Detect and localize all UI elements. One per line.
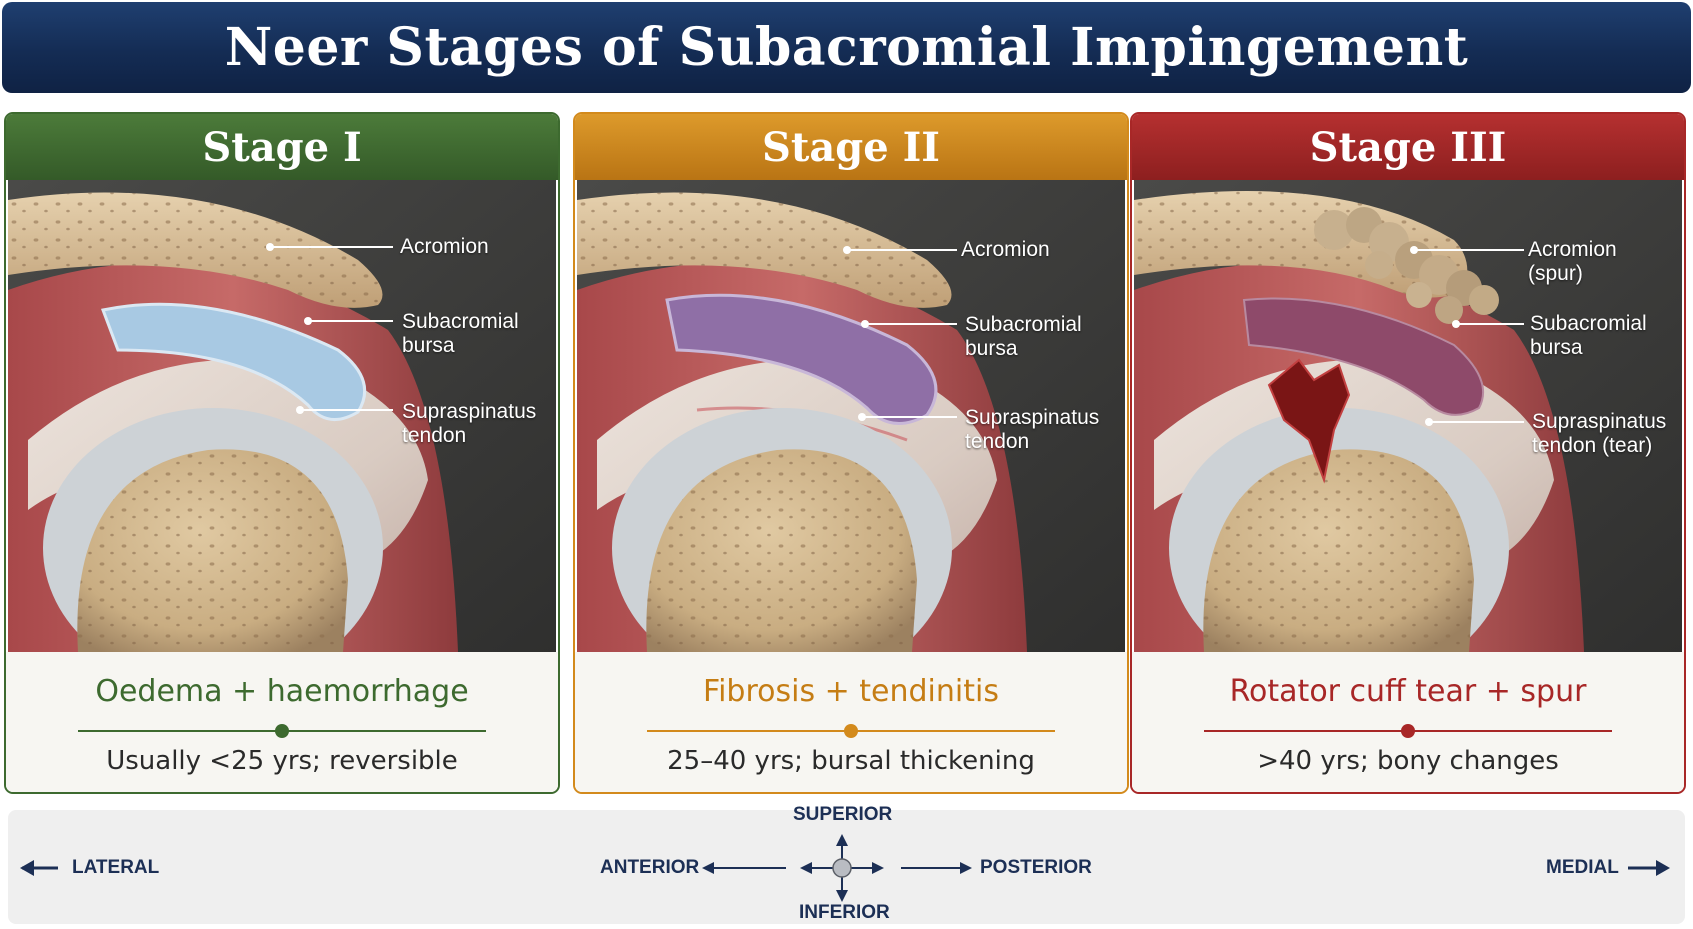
medial-arrow-icon (1628, 860, 1670, 876)
anterior-label: ANTERIOR (600, 857, 700, 878)
stage-3-tendon-label-line2: tendon (tear) (1532, 434, 1653, 457)
stage-3-tendon-label-line1: Supraspinatus (1532, 410, 1667, 433)
stage-1-header: Stage I (6, 114, 558, 180)
stage-1-bursa-label-line1: Subacromial (402, 310, 519, 333)
lateral-arrow-icon (20, 860, 58, 876)
stage-3-bursa-label-line2: bursa (1530, 336, 1583, 359)
posterior-label: POSTERIOR (980, 857, 1092, 878)
title-banner: Neer Stages of Subacromial Impingement (2, 2, 1691, 93)
lateral-label: LATERAL (72, 857, 160, 878)
stage-3-heading: Stage III (1309, 123, 1507, 171)
stage-2-divider-dot (844, 724, 858, 738)
stage-3-caption-title: Rotator cuff tear + spur (1229, 674, 1587, 709)
stage-2-caption-title: Fibrosis + tendinitis (703, 674, 999, 709)
stage-3-caption: Rotator cuff tear + spur >40 yrs; bony c… (1132, 652, 1684, 792)
stage-1-bursa-label-line2: bursa (402, 334, 455, 357)
stage-1-illustration: Acromion Subacromial bursa Supraspinatus… (8, 180, 556, 652)
subacromial-bursa (100, 302, 367, 421)
stage-3-acromion-label-line2: (spur) (1528, 262, 1583, 285)
stage-2-panel: Stage II Acromion Subacromial bursa Supr… (573, 112, 1129, 794)
stage-3-header: Stage III (1132, 114, 1684, 180)
stage-2-bursa-label-line1: Subacromial (965, 313, 1082, 336)
page-title: Neer Stages of Subacromial Impingement (224, 17, 1469, 78)
stage-3-bursa-label-line1: Subacromial (1530, 312, 1647, 335)
cuff-tear (1267, 358, 1351, 484)
stage-1-tendon-label-line1: Supraspinatus (402, 400, 537, 423)
stage-3-illustration: Acromion (spur) Subacromial bursa Supras… (1134, 180, 1682, 652)
stage-1-divider-dot (275, 724, 289, 738)
stage-2-heading: Stage II (761, 123, 941, 171)
posterior-arrow-icon (901, 862, 972, 874)
stage-1-tendon-label-line2: tendon (402, 424, 467, 447)
stage-2-tendon-label-line1: Supraspinatus (965, 406, 1100, 429)
stage-1-acromion-label: Acromion (400, 235, 489, 258)
stage-2-bursa-label-line2: bursa (965, 337, 1018, 360)
subacromial-bursa (665, 293, 938, 425)
stage-2-tendon-label-line2: tendon (965, 430, 1030, 453)
anterior-arrow-icon (702, 862, 786, 874)
stage-2-illustration: Acromion Subacromial bursa Supraspinatus… (577, 180, 1125, 652)
stage-2-header: Stage II (575, 114, 1127, 180)
stage-2-caption: Fibrosis + tendinitis 25–40 yrs; bursal … (575, 652, 1127, 792)
acromial-spur (1314, 207, 1499, 324)
compass-icon (800, 834, 884, 902)
stage-2-acromion-label: Acromion (961, 238, 1050, 261)
inferior-label: INFERIOR (799, 902, 890, 923)
stage-1-panel: Stage I Acromion Subacromial bursa Supra… (4, 112, 560, 794)
stage-3-panel: Stage III (1130, 112, 1686, 794)
orientation-bar: LATERAL MEDIAL SUPERIOR INFERIOR ANTERIO… (8, 804, 1685, 924)
stage-1-caption-subtitle: Usually <25 yrs; reversible (106, 746, 458, 776)
stage-1-caption: Oedema + haemorrhage Usually <25 yrs; re… (6, 652, 558, 792)
stage-1-heading: Stage I (202, 123, 362, 171)
stage-3-divider-dot (1401, 724, 1415, 738)
medial-label: MEDIAL (1546, 857, 1619, 878)
stage-2-caption-subtitle: 25–40 yrs; bursal thickening (667, 746, 1035, 776)
superior-label: SUPERIOR (793, 804, 893, 825)
stage-3-acromion-label-line1: Acromion (1528, 238, 1617, 261)
stage-1-caption-title: Oedema + haemorrhage (95, 674, 469, 709)
subacromial-bursa (1242, 297, 1484, 416)
stage-3-caption-subtitle: >40 yrs; bony changes (1257, 746, 1559, 776)
